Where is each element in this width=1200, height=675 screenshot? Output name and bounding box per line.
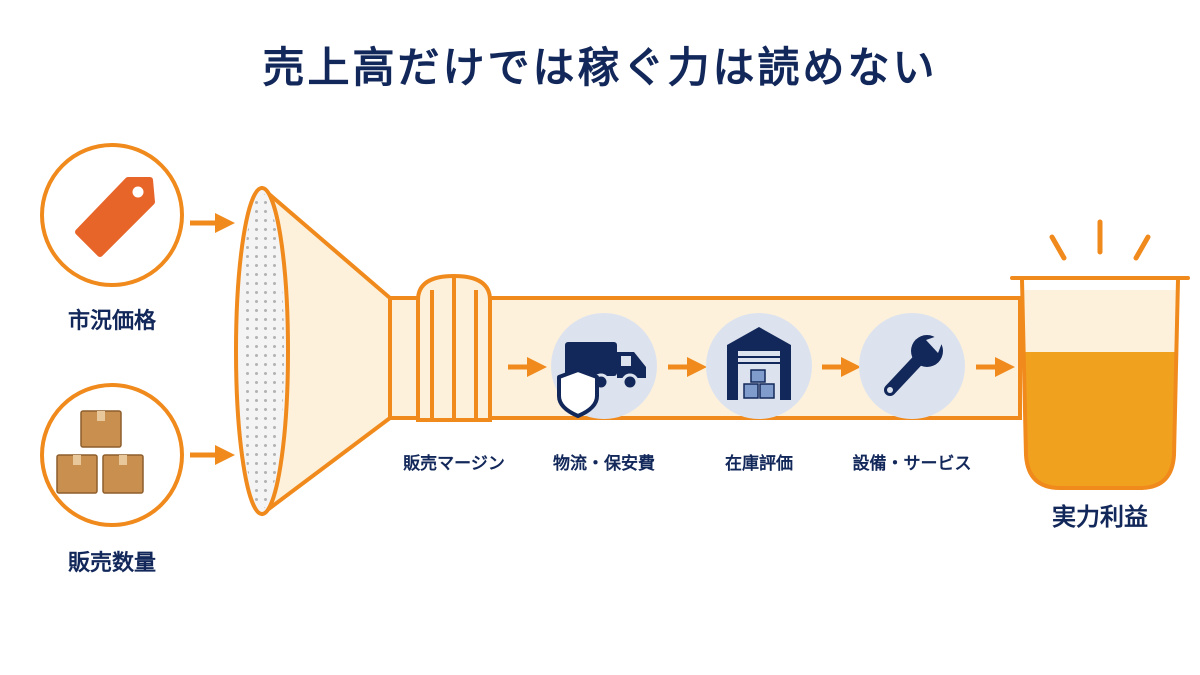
step-label-logistics: 物流・保安費 (553, 454, 655, 474)
step-label-margin: 販売マージン (403, 454, 505, 474)
price-tag-icon (75, 177, 155, 257)
shine-line (1049, 234, 1067, 261)
beaker-icon (1010, 219, 1190, 490)
wrench-icon (859, 313, 965, 419)
funnel (234, 186, 392, 516)
truck-shield-icon (551, 313, 657, 419)
input-label-sales-volume: 販売数量 (67, 551, 156, 576)
step-label-inventory: 在庫評価 (725, 454, 793, 474)
input-label-market-price: 市況価格 (67, 309, 156, 334)
market-price-node (40, 143, 184, 287)
warehouse-icon (706, 313, 812, 419)
gate-icon (416, 273, 492, 422)
page-title: 売上高だけでは稼ぐ力は読めない (262, 43, 938, 92)
boxes-icon (56, 410, 144, 494)
shine-line (1133, 234, 1151, 261)
result-label: 実力利益 (1052, 503, 1148, 531)
step-label-equipment: 設備・サービス (852, 454, 972, 474)
sales-volume-node (40, 383, 184, 527)
